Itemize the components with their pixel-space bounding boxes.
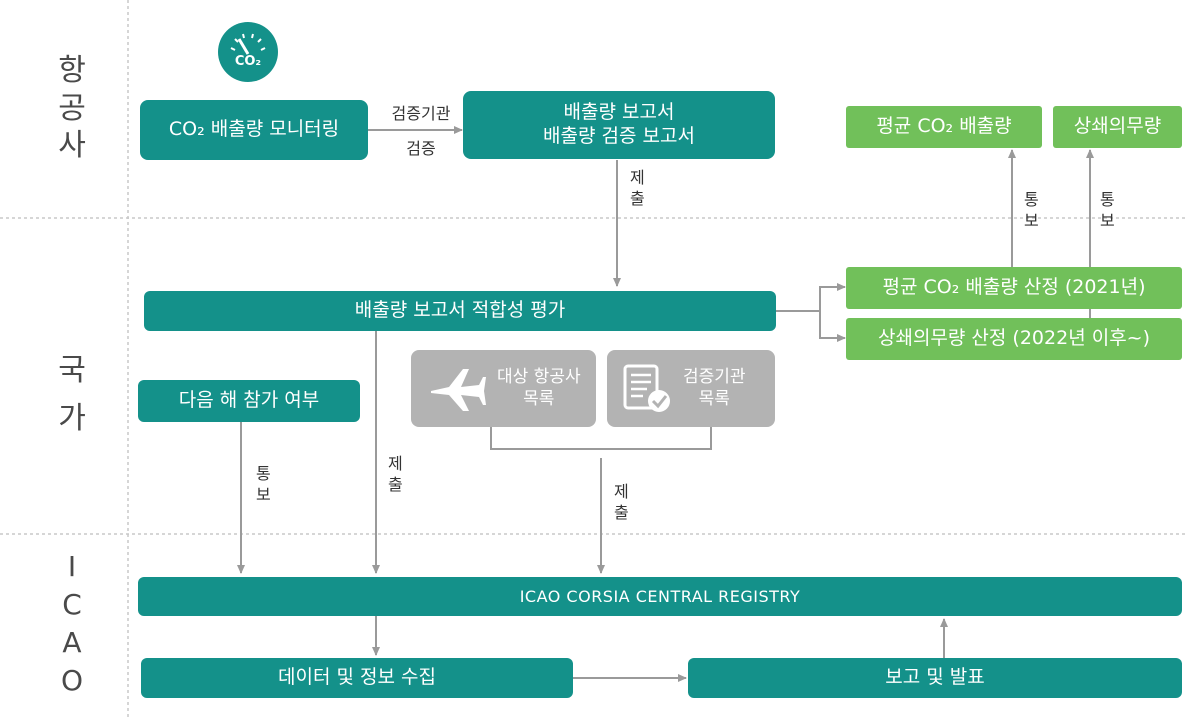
notify-label-offset: 통 보 <box>1100 190 1115 230</box>
emission-report-box: 배출량 보고서 배출량 검증 보고서 <box>463 91 775 159</box>
notify-label-registry: 통 보 <box>256 464 271 504</box>
row-label-airline: 항 공 사 <box>58 53 86 163</box>
offset-box: 상쇄의무량 <box>1053 106 1182 148</box>
co2-icon-label: CO₂ <box>234 54 262 69</box>
verifier-list-box: 검증기관 목록 <box>607 350 775 427</box>
next-year-box: 다음 해 참가 여부 <box>138 380 360 422</box>
avg-calc-box: 평균 CO₂ 배출량 산정 (2021년) <box>846 267 1182 309</box>
arrow-branch <box>776 283 846 312</box>
row-label-state: 국 가 <box>58 353 86 436</box>
target-airlines-box: 대상 항공사 목록 <box>411 350 596 427</box>
arrow-branch-2 <box>819 311 846 342</box>
submit-label-suitability: 제 출 <box>388 454 403 494</box>
report-publish-box: 보고 및 발표 <box>688 658 1182 698</box>
notify-label-avg: 통 보 <box>1024 190 1039 230</box>
monitoring-box: CO₂ 배출량 모니터링 <box>140 100 368 160</box>
submit-label-lists: 제 출 <box>614 482 629 522</box>
data-collect-box: 데이터 및 정보 수집 <box>141 658 573 698</box>
co2-gauge-icon: CO₂ <box>218 22 278 82</box>
offset-calc-box: 상쇄의무량 산정 (2022년 이후~) <box>846 318 1182 360</box>
submit-label-report: 제 출 <box>630 168 645 208</box>
verify-sub-label: 검증 <box>406 139 436 158</box>
document-check-icon <box>623 364 670 412</box>
verify-label: 검증기관 <box>391 104 451 123</box>
avg-co2-box: 평균 CO₂ 배출량 <box>846 106 1042 148</box>
lists-bracket <box>490 427 712 450</box>
row-label-icao: I C A O <box>60 550 84 698</box>
registry-box: ICAO CORSIA CENTRAL REGISTRY <box>138 577 1182 616</box>
suitability-box: 배출량 보고서 적합성 평가 <box>144 291 776 331</box>
airplane-icon <box>431 368 486 411</box>
